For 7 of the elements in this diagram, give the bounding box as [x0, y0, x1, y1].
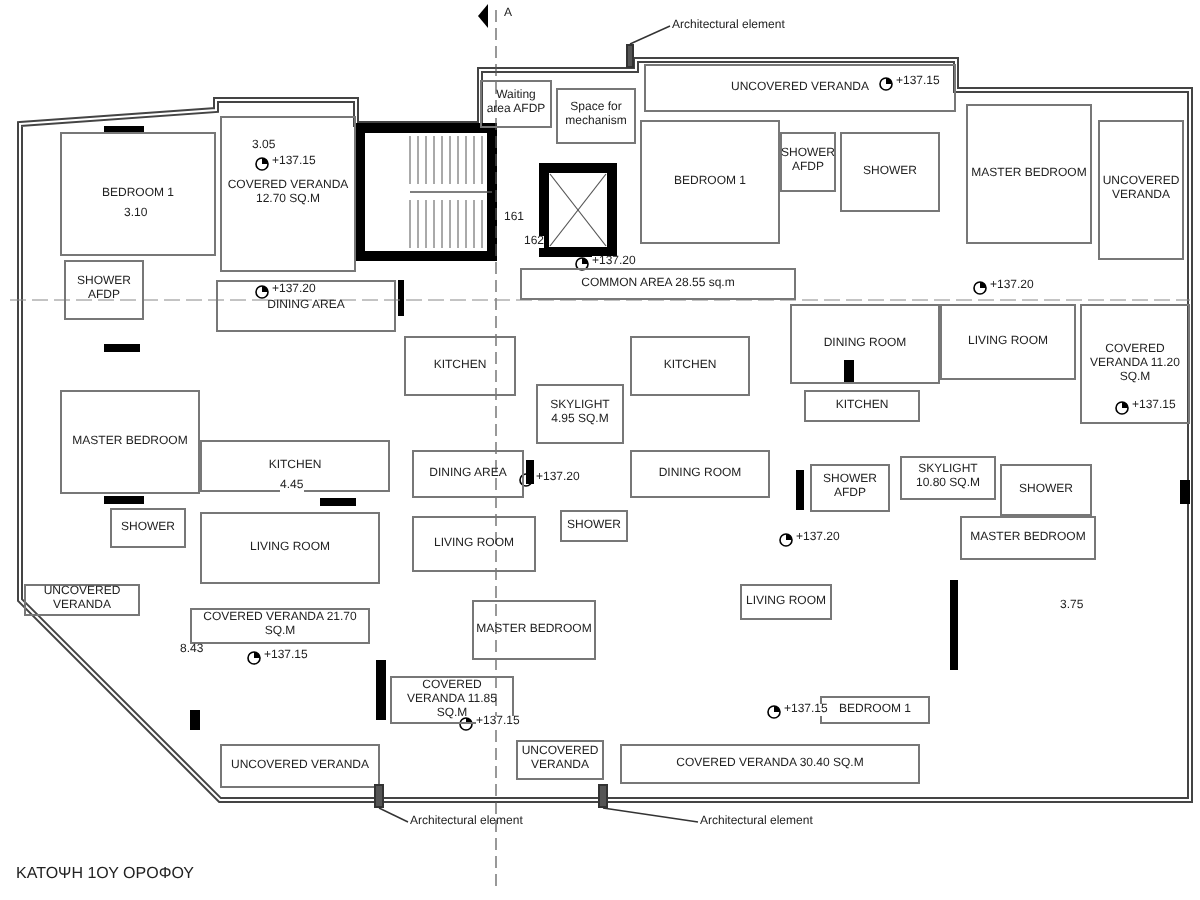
leader-line	[602, 807, 699, 823]
wall-pillar	[626, 44, 634, 68]
wall-pillar	[374, 784, 384, 808]
plan-caption: ΚΑΤΟΨΗ 1ΟΥ ΟΡΟΦΟΥ	[16, 864, 195, 882]
leader-line	[378, 807, 409, 823]
wall-pillar	[598, 784, 608, 808]
leader-line	[629, 25, 671, 45]
